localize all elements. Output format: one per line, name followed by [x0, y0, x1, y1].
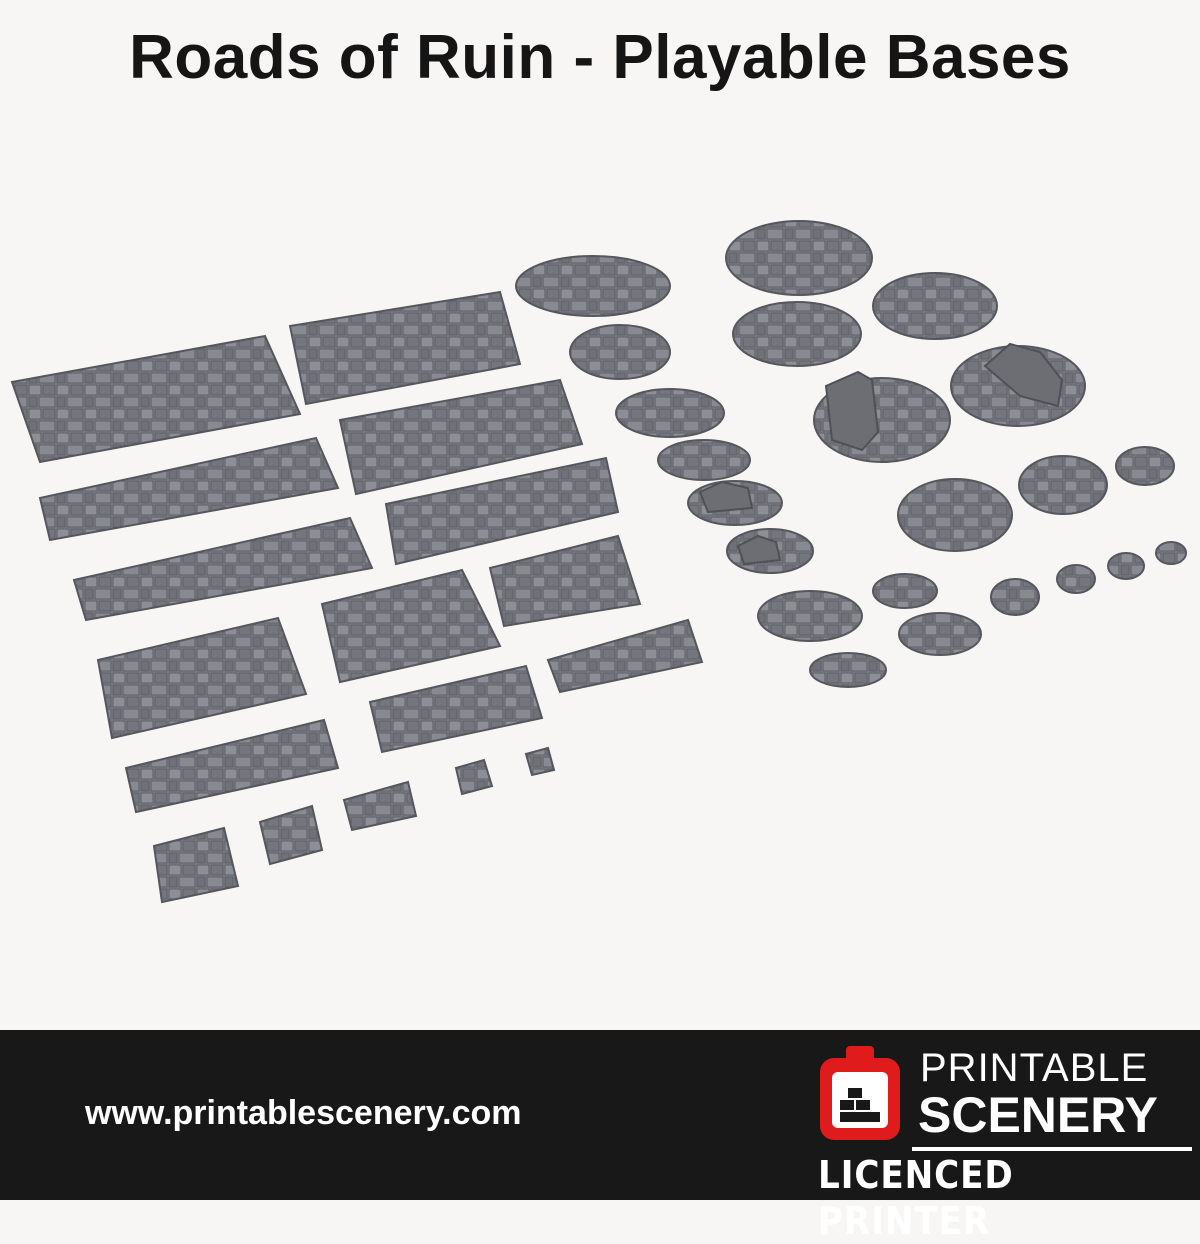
oval-base: [657, 439, 751, 481]
rect-base: [488, 534, 642, 628]
round-base: [1056, 564, 1096, 594]
brand-name-line1: PRINTABLE: [920, 1046, 1149, 1090]
round-base: [872, 573, 938, 609]
rubble-pile: [698, 480, 754, 514]
round-base: [1018, 455, 1108, 515]
rect-base-group: [10, 290, 704, 904]
rock-outcrop: [983, 342, 1064, 408]
rect-base: [10, 334, 302, 464]
round-base: [872, 272, 998, 340]
brand-name-line2: SCENERY: [918, 1087, 1158, 1143]
website-link[interactable]: www.printablescenery.com: [85, 1094, 522, 1132]
rect-base: [368, 664, 544, 754]
rect-base: [320, 568, 502, 684]
rect-base: [546, 618, 704, 694]
oval-base: [809, 652, 887, 688]
round-base: [725, 220, 873, 296]
oval-base: [757, 590, 863, 642]
rect-base: [258, 804, 324, 866]
round-base: [897, 478, 1013, 552]
rect-base: [124, 718, 340, 814]
rect-base: [454, 758, 494, 796]
footer-bar: www.printablescenery.com PRINTABLE SCENE…: [0, 1030, 1200, 1243]
round-base: [1155, 541, 1187, 565]
oval-base: [515, 255, 671, 317]
rect-base: [342, 780, 418, 832]
rect-base: [288, 290, 522, 406]
round-base-group: [515, 220, 1187, 688]
page-title: Roads of Ruin - Playable Bases: [129, 23, 1071, 92]
licence-badge: LICENCED PRINTER: [818, 1153, 1014, 1243]
oval-base: [615, 388, 725, 438]
rect-base: [96, 616, 308, 740]
rect-base: [72, 516, 374, 622]
rect-base: [338, 378, 584, 496]
round-base: [898, 612, 982, 656]
round-base: [1107, 552, 1145, 580]
rect-base: [152, 826, 240, 904]
rubble-pile: [736, 534, 782, 566]
ruin-wall: [824, 370, 880, 452]
bases-render: [10, 220, 1187, 904]
divider: [912, 1147, 1192, 1151]
rect-base: [524, 746, 556, 777]
rect-base: [38, 436, 340, 542]
rect-base: [384, 456, 620, 566]
round-base: [732, 301, 862, 367]
printer-logo-icon: [820, 1046, 900, 1140]
ruin-feature-group: [698, 342, 1064, 566]
round-base: [990, 578, 1040, 616]
oval-base: [569, 324, 671, 380]
round-base: [1115, 446, 1175, 486]
